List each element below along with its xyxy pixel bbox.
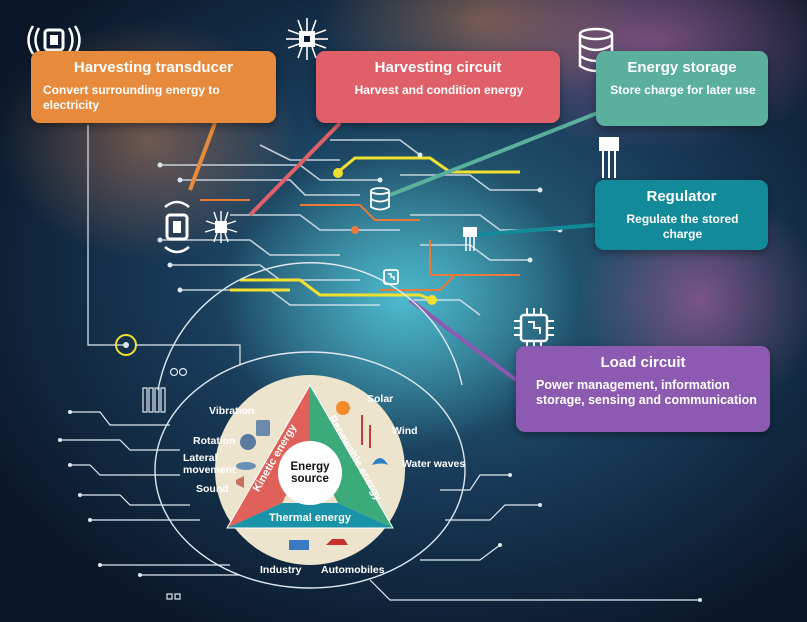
vibration-label: Vibration xyxy=(209,405,255,417)
yellow-traces xyxy=(230,156,520,302)
regulator-connector xyxy=(474,223,596,237)
circuit-connector xyxy=(248,121,342,217)
load-chip-icon xyxy=(514,308,554,348)
harvesting-circuit-title: Harvesting circuit xyxy=(374,59,502,76)
harvesting-transducer-title: Harvesting transducer xyxy=(73,59,234,76)
source-leads xyxy=(60,411,700,601)
energy-storage-title: Energy storage xyxy=(627,59,737,76)
yellow-nodes xyxy=(333,168,437,305)
wind-label: Wind xyxy=(392,425,418,437)
regulator-title: Regulator xyxy=(646,188,717,205)
harvesting-transducer-card: Harvesting transducer Convert surroundin… xyxy=(31,51,276,123)
load-circuit-title: Load circuit xyxy=(600,354,686,371)
harvesting-circuit-description: Harvest and condition energy xyxy=(354,83,524,97)
energy-storage-card: Energy storage Store charge for later us… xyxy=(596,51,768,126)
source-icons xyxy=(236,401,388,550)
solar-label: Solar xyxy=(367,393,394,405)
energy-storage-description: Store charge for later use xyxy=(610,83,756,97)
harvesting-chip-icon xyxy=(286,18,328,60)
source-center xyxy=(278,441,342,505)
board-load-chip-icon xyxy=(383,269,399,285)
load-circuit-card: Load circuit Power management, informati… xyxy=(516,346,770,432)
transducer-connector xyxy=(188,122,217,191)
circuit-traces xyxy=(160,139,560,316)
harvesting-transducer-description: Convert surrounding energy to electricit… xyxy=(43,83,220,112)
rotation-label: Rotation xyxy=(193,435,236,447)
regulator-component-icon xyxy=(599,137,619,178)
thermal-energy-label: Thermal energy xyxy=(269,512,351,524)
lateral-movement-label: Lateral movement xyxy=(183,452,236,476)
board-database-icon xyxy=(370,187,390,211)
water-waves-label: Water waves xyxy=(402,458,466,470)
regulator-description: Regulate the stored charge xyxy=(626,212,739,241)
energy-source-label: Energy source xyxy=(290,461,330,485)
industry-label: Industry xyxy=(260,564,302,576)
orange-traces xyxy=(200,199,520,291)
thermal-segment xyxy=(227,503,393,528)
regulator-card: Regulator Regulate the stored charge xyxy=(595,180,768,250)
load-circuit-description: Power management, information storage, s… xyxy=(536,378,757,407)
sound-label: Sound xyxy=(196,483,229,495)
board-chip-icon xyxy=(204,211,238,243)
left-lead xyxy=(87,125,123,346)
load-connector xyxy=(408,298,518,382)
automobiles-label: Automobiles xyxy=(321,564,385,576)
source-outer-ring xyxy=(154,351,466,589)
harvesting-circuit-card: Harvesting circuit Harvest and condition… xyxy=(316,51,560,123)
small-decorations xyxy=(142,367,188,600)
board-regulator-icon xyxy=(463,227,477,251)
storage-connector xyxy=(389,110,601,197)
board-transducer-icon xyxy=(164,200,190,254)
